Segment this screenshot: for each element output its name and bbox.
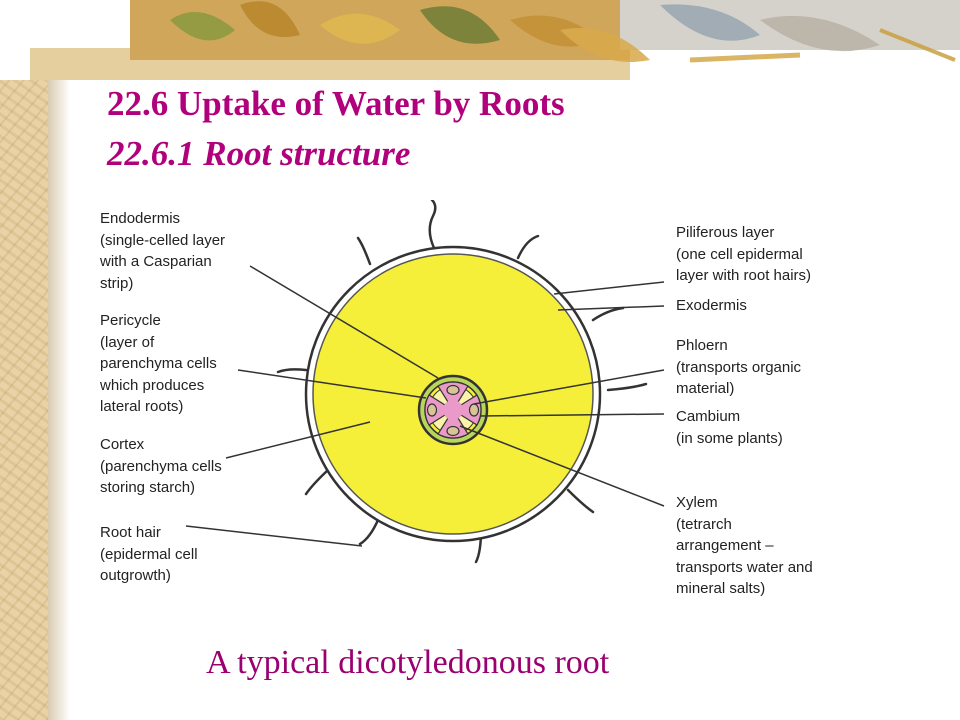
leader-cambium [479, 413, 665, 417]
root-hair-top-right [516, 234, 540, 260]
label-pericycle: Pericycle (layer of parenchyma cells whi… [100, 312, 217, 415]
phloem-right [468, 403, 480, 417]
phloem-left [426, 403, 438, 417]
root-hair-left-lower [304, 468, 330, 496]
label-root-hair: Root hair (epidermal cell outgrowth) [100, 524, 198, 584]
root-hair-right [591, 306, 625, 322]
leader-phloem [473, 369, 665, 405]
label-piliferous-layer: Piliferous layer (one cell epidermal lay… [676, 224, 812, 284]
label-phloem: Phloern (transports organic material) [676, 337, 802, 397]
phloem-bottom [446, 425, 460, 437]
slide-subtitle: 22.6.1 Root structure [107, 134, 411, 173]
leader-endodermis [249, 265, 439, 379]
slide-title: 22.6 Uptake of Water by Roots [107, 84, 565, 123]
leader-piliferous [553, 281, 665, 295]
root-hair-right-lower [606, 382, 648, 392]
label-cambium: Cambium (in some plants) [676, 408, 783, 447]
label-exodermis: Exodermis [676, 297, 747, 314]
root-hair-top [428, 200, 437, 250]
leader-root-hair [185, 525, 363, 547]
parchment-side-strip [0, 0, 48, 720]
phloem-top [446, 384, 460, 396]
root-cross-section-diagram: Endodermis (single-celled layer with a C… [88, 200, 858, 614]
root-hair-top-left [356, 236, 372, 266]
diagram-caption: A typical dicotyledonous root [206, 644, 610, 681]
leader-pericycle [237, 369, 427, 399]
leader-cortex [225, 421, 371, 459]
root-hair-bottom-left [358, 518, 380, 546]
label-endodermis: Endodermis (single-celled layer with a C… [100, 210, 226, 292]
root-hair-left [276, 368, 308, 374]
label-xylem: Xylem (tetrarch arrangement – transports… [676, 494, 813, 597]
side-strip-shadow [48, 0, 70, 720]
leader-xylem [459, 425, 665, 507]
leaf-banner [0, 0, 960, 80]
leader-exodermis [557, 305, 665, 311]
label-cortex: Cortex (parenchyma cells storing starch) [100, 436, 222, 496]
root-hair-bottom-right [566, 488, 595, 514]
